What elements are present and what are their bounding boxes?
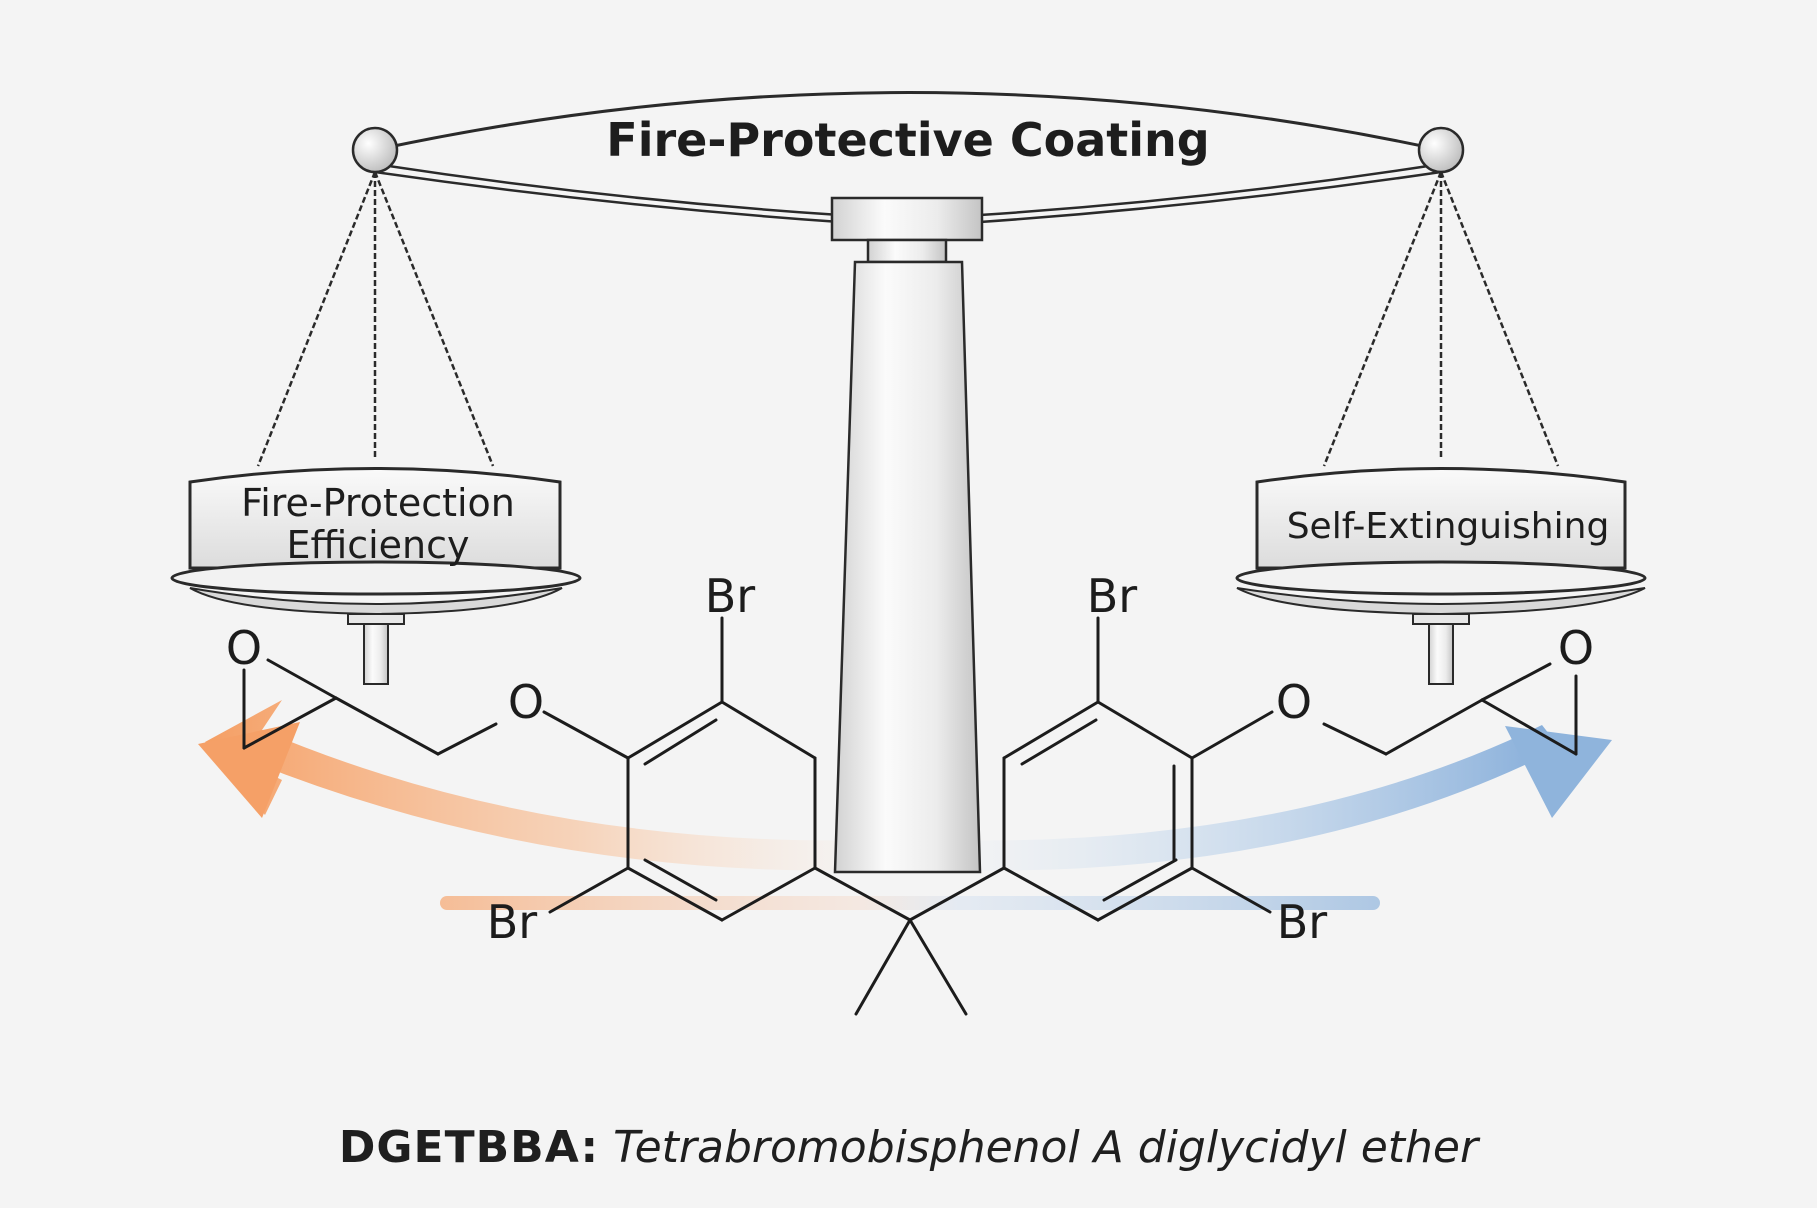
scale-beam [374,91,1442,224]
gradient-band [440,896,1380,910]
right-pan-label: Self-Extinguishing [1287,506,1610,547]
atom-ether-o-left: O [508,675,544,729]
caption-abbreviation: DGETBBA: [338,1122,600,1173]
blue-arrow [940,725,1612,871]
molecule-bonds [242,616,1578,1016]
chains-right [1322,171,1560,467]
left-pan-label-line2: Efficiency [286,523,469,567]
beam-end-ball-left [351,126,399,174]
atom-ether-o-right: O [1276,675,1312,729]
caption-full-name: Tetrabromobisphenol A diglycidyl ether [613,1122,1479,1173]
beam-end-ball-right [1417,126,1465,174]
orange-arrow [198,700,880,871]
atom-br-bottom-right: Br [1277,895,1328,949]
atom-br-top-left: Br [705,569,756,623]
atom-br-top-right: Br [1087,569,1138,623]
scale-title: Fire-Protective Coating [606,113,1209,167]
atom-epoxide-o-left: O [226,621,262,675]
left-pan [170,467,582,685]
atom-br-bottom-left: Br [487,895,538,949]
central-pillar [830,196,984,874]
left-pan-label-line1: Fire-Protection [241,481,515,525]
right-pan [1235,467,1647,685]
chains-left [256,171,495,467]
atom-epoxide-o-right: O [1558,621,1594,675]
caption: DGETBBA: Tetrabromobisphenol A diglycidy… [0,1122,1817,1173]
